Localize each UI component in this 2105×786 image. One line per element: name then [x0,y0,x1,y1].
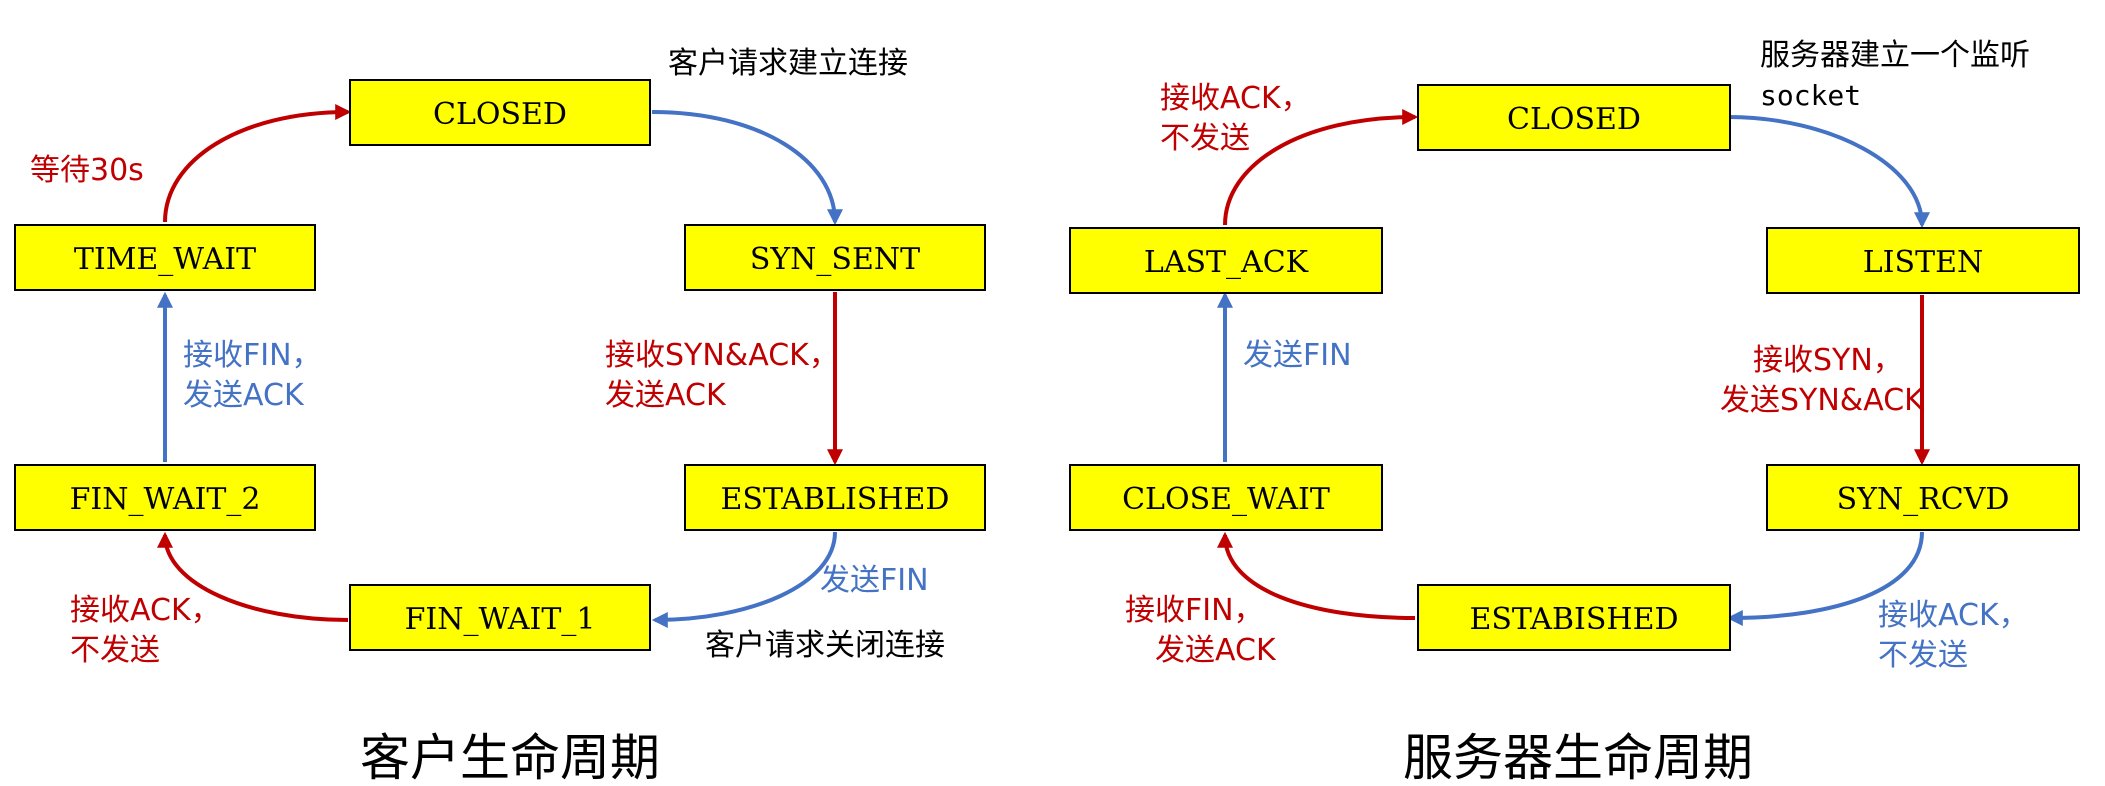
state-label: FIN_WAIT_1 [405,602,596,637]
state-label: CLOSE_WAIT [1122,482,1330,517]
arrow-closed-to-synsent [651,110,843,226]
client-lifecycle: CLOSED SYN_SENT ESTABLISHED FIN_WAIT_1 F… [14,46,986,786]
arrow-finwait1-to-finwait2 [157,531,349,622]
client-state-fin-wait-1: FIN_WAIT_1 [349,584,651,651]
server-caption: 服务器生命周期 [1403,729,1753,786]
client-label-recv-fin-2: 发送ACK [183,378,305,413]
server-note-listen-2: socket [1760,79,1861,112]
arrow-established-to-closewait [1217,531,1416,620]
client-caption: 客户生命周期 [360,729,660,786]
state-label: CLOSED [433,97,567,132]
client-note-request-connect: 客户请求建立连接 [668,46,908,81]
server-state-closed: CLOSED [1417,84,1731,151]
server-state-established: ESTABISHED [1417,584,1731,651]
state-label: ESTABISHED [1469,602,1678,637]
client-label-recv-synack-1: 接收SYN&ACK， [605,338,839,373]
state-label: TIME_WAIT [74,242,256,277]
client-label-recv-synack-2: 发送ACK [605,378,727,413]
client-state-closed: CLOSED [349,79,651,146]
arrow-closed-to-listen [1727,115,1930,229]
server-lifecycle: CLOSED LISTEN SYN_RCVD ESTABISHED CLOSE_… [1069,38,2080,786]
arrow-established-to-finwait1 [651,531,837,628]
client-state-established: ESTABLISHED [684,464,986,531]
state-label: LAST_ACK [1144,245,1309,280]
state-label: ESTABLISHED [721,482,950,517]
state-label: LISTEN [1863,245,1983,280]
server-state-syn-rcvd: SYN_RCVD [1766,464,2080,531]
server-label-recv-syn-2: 发送SYN&ACK [1720,383,1925,418]
client-label-recv-ack-2: 不发送 [70,633,160,668]
client-label-wait-30s: 等待30s [30,153,144,188]
arrow-timewait-to-closed [163,104,352,223]
server-label-recv-fin-2: 发送ACK [1155,633,1277,668]
server-label-send-fin: 发送FIN [1243,338,1352,373]
server-label-recv-syn-1: 接收SYN， [1753,343,1903,378]
server-label-recv-ack-right-1: 接收ACK， [1878,598,2029,633]
server-state-last-ack: LAST_ACK [1069,227,1383,294]
client-label-recv-ack-1: 接收ACK， [70,593,221,628]
client-label-send-fin: 发送FIN [820,563,929,598]
arrow-lastack-to-closed [1223,109,1419,226]
client-state-syn-sent: SYN_SENT [684,224,986,291]
state-label: CLOSED [1507,102,1641,137]
arrow-synrcvd-to-established [1726,531,1924,626]
state-label: SYN_RCVD [1837,482,2010,517]
state-label: SYN_SENT [750,242,920,277]
server-note-listen-1: 服务器建立一个监听 [1760,38,2030,73]
client-note-request-close: 客户请求关闭连接 [705,628,945,663]
server-label-recv-ack-top-2: 不发送 [1160,121,1250,156]
server-state-listen: LISTEN [1766,227,2080,294]
server-label-recv-fin-1: 接收FIN， [1125,593,1264,628]
server-state-close-wait: CLOSE_WAIT [1069,464,1383,531]
server-label-recv-ack-top-1: 接收ACK， [1160,81,1311,116]
state-label: FIN_WAIT_2 [70,482,261,517]
server-label-recv-ack-right-2: 不发送 [1878,638,1968,673]
client-state-time-wait: TIME_WAIT [14,224,316,291]
client-state-fin-wait-2: FIN_WAIT_2 [14,464,316,531]
client-label-recv-fin-1: 接收FIN， [183,338,322,373]
